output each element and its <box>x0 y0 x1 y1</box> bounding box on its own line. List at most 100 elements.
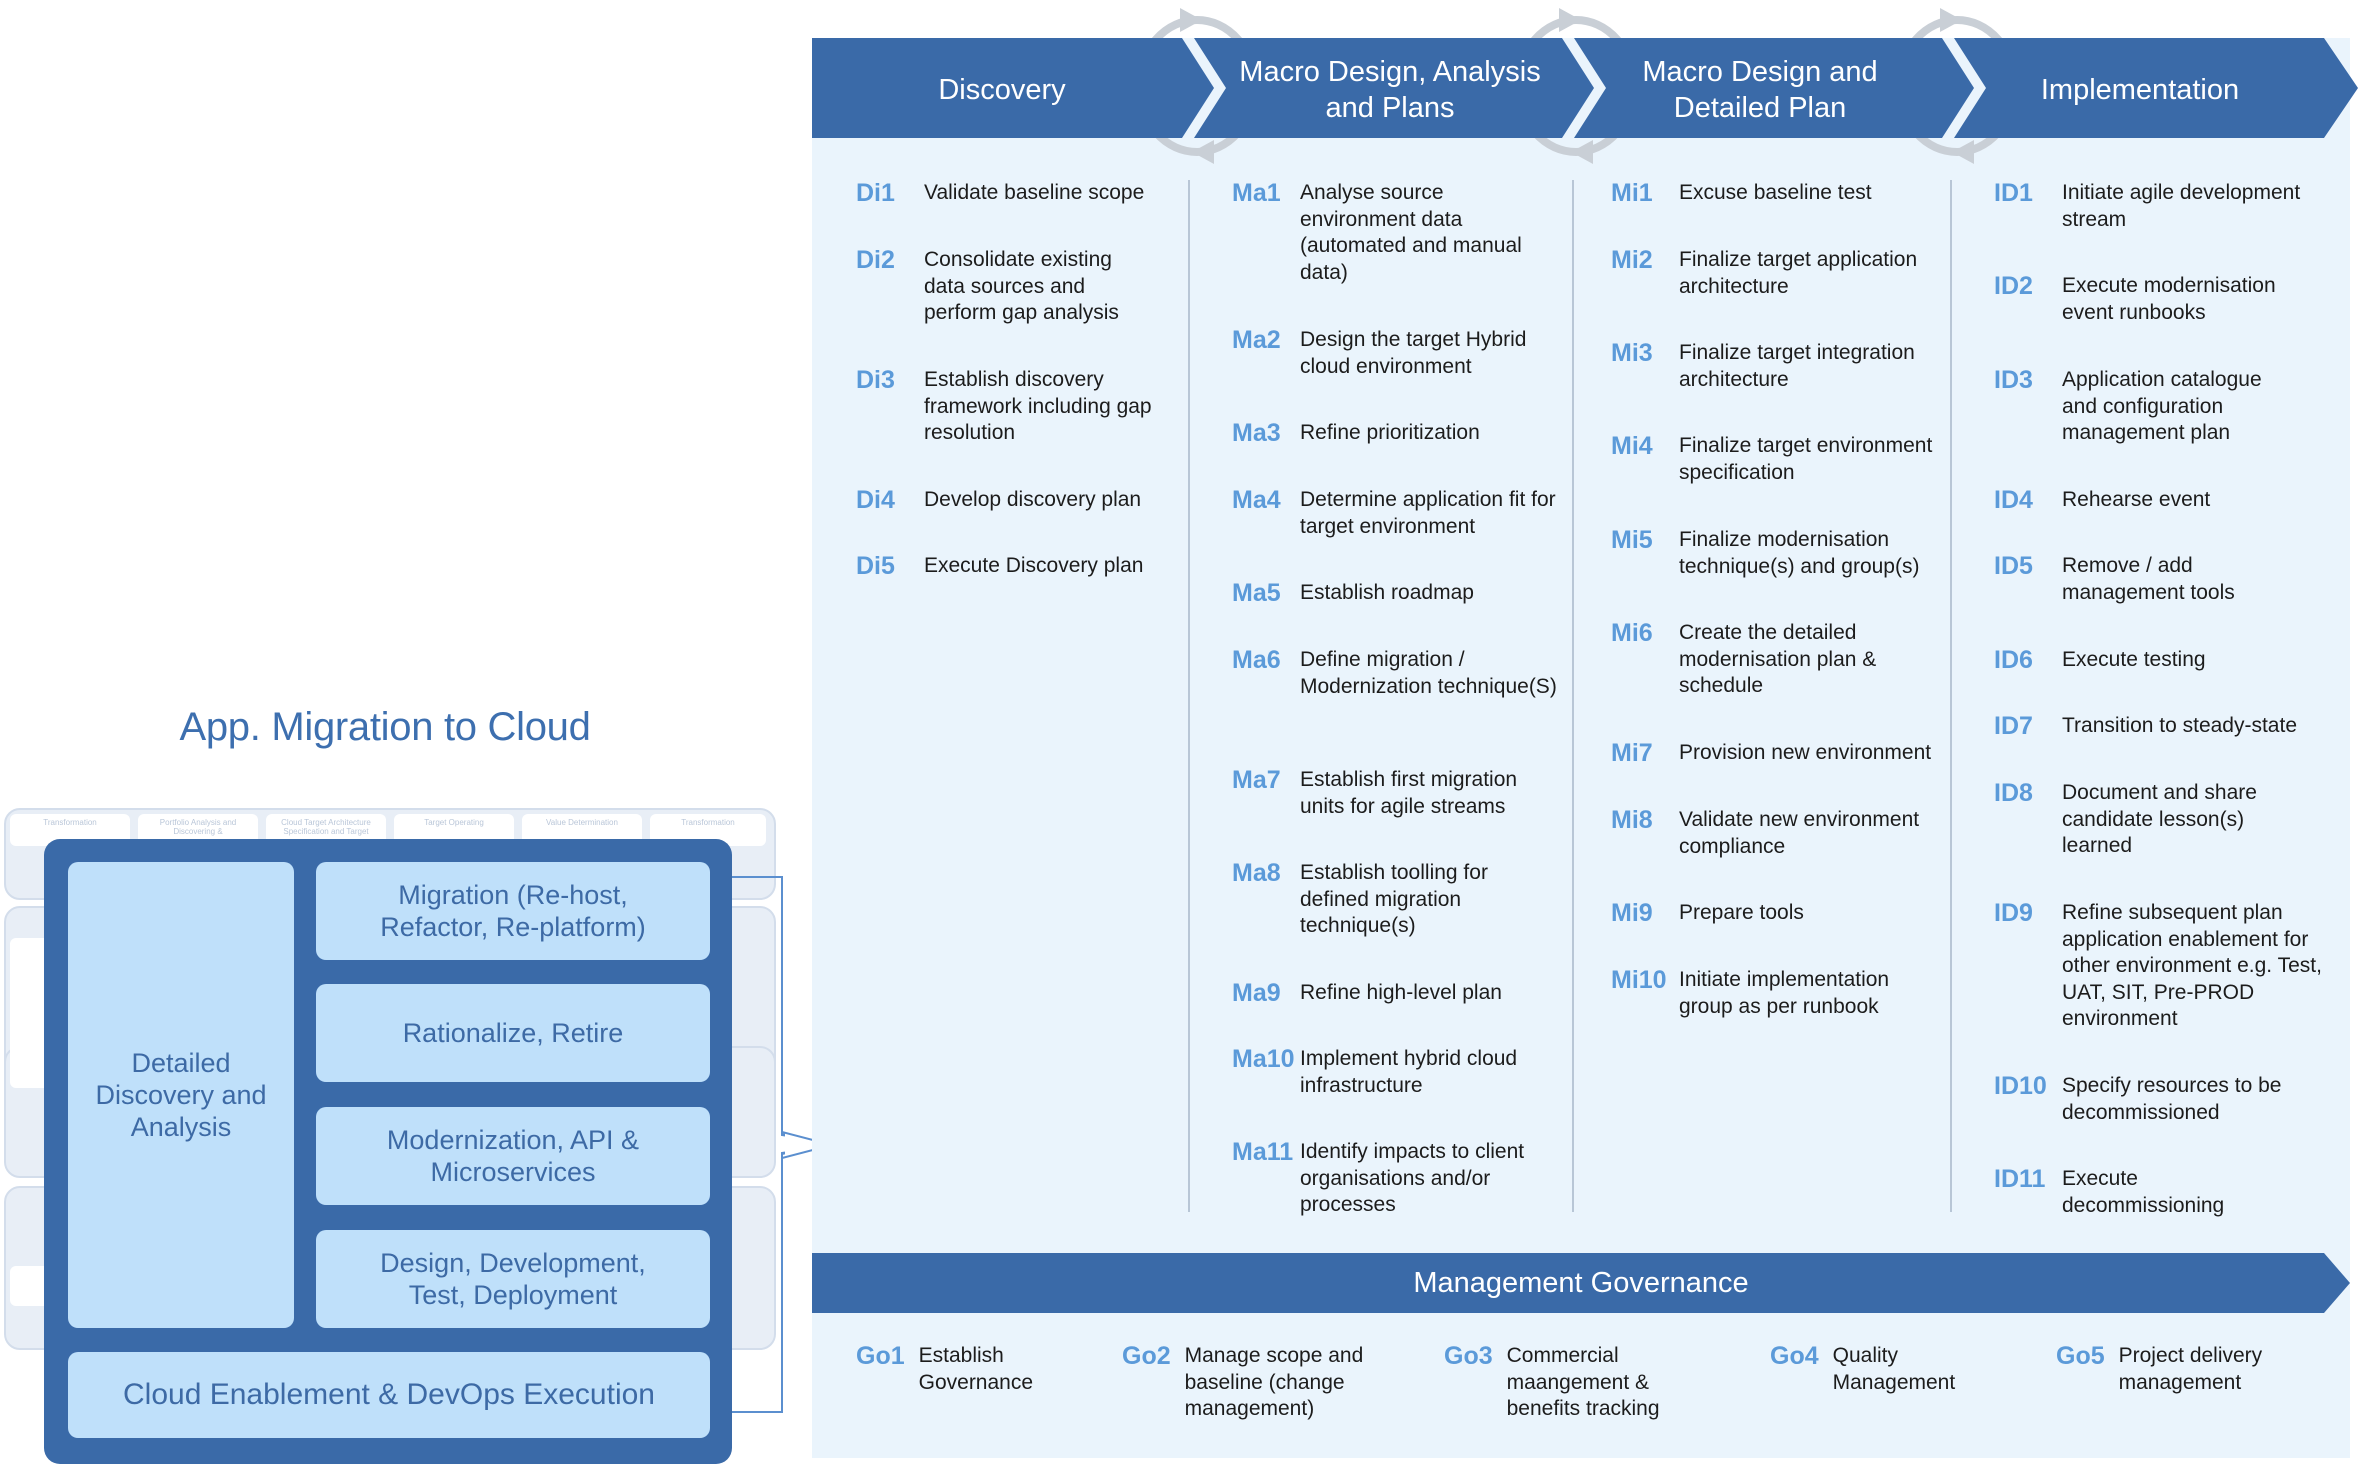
task-text: Application catalogue and configuration … <box>2062 368 2262 444</box>
task-id: ID1 <box>1994 179 2033 207</box>
task-item: Di2 Consolidate existing data sources and… <box>856 247 1156 327</box>
task-text: Prepare tools <box>1679 901 1804 924</box>
task-item: ID10 Specify resources to be decommission… <box>1994 1073 2314 1126</box>
task-id: Mi7 <box>1611 739 1653 767</box>
task-id: ID7 <box>1994 712 2033 740</box>
task-id: Ma3 <box>1232 419 1281 447</box>
task-text: Remove / add management tools <box>2062 554 2235 604</box>
task-item: Ma3 Refine prioritization <box>1232 420 1562 447</box>
phase-chevrons <box>812 8 2358 164</box>
task-text: Specify resources to be decommissioned <box>2062 1074 2282 1124</box>
phase-title-discovery: Discovery <box>938 74 1066 106</box>
task-id: ID10 <box>1994 1072 2047 1100</box>
task-id: Ma7 <box>1232 766 1281 794</box>
task-id: ID6 <box>1994 646 2033 674</box>
cloud-enablement-box: Cloud Enablement & DevOps Execution <box>68 1352 710 1438</box>
connector-bracket <box>732 876 785 1413</box>
task-text: Define migration / Modernization techniq… <box>1300 648 1557 698</box>
governance-id: Go4 <box>1770 1342 1819 1370</box>
task-text: Execute decommissioning <box>2062 1167 2225 1217</box>
task-id: Ma1 <box>1232 179 1281 207</box>
task-text: Initiate agile development stream <box>2062 181 2301 231</box>
left-title: App. Migration to Cloud <box>179 705 591 749</box>
task-id: ID2 <box>1994 272 2033 300</box>
governance-bar <box>812 1253 2350 1313</box>
task-text: Finalize target application architecture <box>1679 248 1918 298</box>
chevron-macro-design <box>1194 38 1594 138</box>
modernization-box: Modernization, API & Microservices <box>316 1107 710 1205</box>
governance-id: Go3 <box>1444 1342 1493 1370</box>
task-id: Mi2 <box>1611 246 1653 274</box>
task-item: ID6 Execute testing <box>1994 647 2314 674</box>
design-dev-box: Design, Development, Test, Deployment <box>316 1230 710 1328</box>
task-item: ID1 Initiate agile development stream <box>1994 180 2314 233</box>
migration-box: Migration (Re-host, Refactor, Re-platfor… <box>316 862 710 960</box>
chevron-implementation <box>1954 38 2358 138</box>
task-id: ID8 <box>1994 779 2033 807</box>
task-id: Ma9 <box>1232 979 1281 1007</box>
task-id: Mi10 <box>1611 966 1667 994</box>
task-id: Mi5 <box>1611 526 1653 554</box>
task-id: Ma5 <box>1232 579 1281 607</box>
task-id: Di1 <box>856 179 895 207</box>
governance-item: Go2 Manage scope and baseline (change man… <box>1122 1343 1392 1423</box>
task-item: Ma9 Refine high-level plan <box>1232 980 1562 1007</box>
task-id: Mi1 <box>1611 179 1653 207</box>
task-text: Execute testing <box>2062 648 2206 671</box>
governance-text: Project delivery management <box>2118 1344 2263 1394</box>
task-text: Refine prioritization <box>1300 421 1480 444</box>
task-text: Consolidate existing data sources and pe… <box>924 248 1119 324</box>
governance-text: Manage scope and baseline (change manage… <box>1184 1344 1364 1420</box>
task-text: Establish first migration units for agil… <box>1300 768 1518 818</box>
task-id: Di5 <box>856 552 895 580</box>
task-id: Ma10 <box>1232 1045 1295 1073</box>
task-text: Determine application fit for target env… <box>1300 488 1556 538</box>
task-text: Establish discovery framework including … <box>924 368 1152 444</box>
phase-title-macro-design: Macro Design, Analysis and Plans <box>1239 56 1541 124</box>
task-text: Execute modernisation event runbooks <box>2062 274 2276 324</box>
task-text: Refine high-level plan <box>1300 981 1502 1004</box>
task-id: Ma8 <box>1232 859 1281 887</box>
column-divider <box>1572 180 1574 1212</box>
task-text: Develop discovery plan <box>924 488 1142 511</box>
task-text: Validate new environment compliance <box>1679 808 1920 858</box>
task-id: Ma4 <box>1232 486 1281 514</box>
governance-id: Go1 <box>856 1342 905 1370</box>
governance-id: Go2 <box>1122 1342 1171 1370</box>
task-id: Di2 <box>856 246 895 274</box>
governance-id: Go5 <box>2056 1342 2105 1370</box>
task-text: Design the target Hybrid cloud environme… <box>1300 328 1527 378</box>
column-divider <box>1188 180 1190 1212</box>
task-item: Ma4 Determine application fit for target … <box>1232 487 1562 540</box>
task-item: Mi2 Finalize target application architect… <box>1611 247 1931 300</box>
cycle-arrowhead-icon <box>1180 8 1974 164</box>
ghost-cell <box>10 1266 50 1306</box>
task-id: ID9 <box>1994 899 2033 927</box>
column-divider <box>1950 180 1952 1212</box>
chevron-detailed-plan <box>1574 38 1974 138</box>
phases-panel <box>812 38 2350 1458</box>
task-text: Finalize target integration architecture <box>1679 341 1915 391</box>
